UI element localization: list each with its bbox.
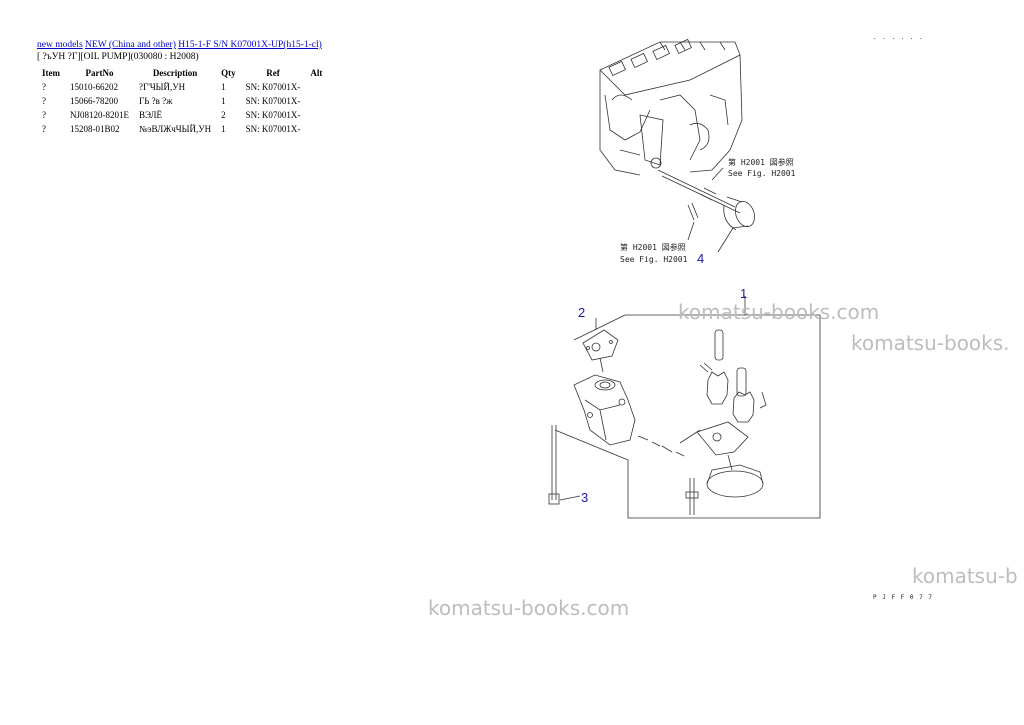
cell-qty: 1 xyxy=(221,82,226,92)
table-row: ? 15010-66202 ?Г'ЧЫЙ,УН 1 SN: K07001X- xyxy=(37,80,327,94)
cell-description: №эВЛЖчЧЫЙ,УН xyxy=(139,124,212,134)
header-description: Description xyxy=(152,68,198,78)
cell-item: ? xyxy=(42,82,46,92)
cell-qty: 2 xyxy=(221,110,226,120)
breadcrumb: new models NEW (China and other) H15-1-F… xyxy=(37,40,322,50)
table-row: ? 15208-01B02 №эВЛЖчЧЫЙ,УН 1 SN: K07001X… xyxy=(37,122,327,136)
cell-partno: 15066-78200 xyxy=(70,96,118,106)
cell-item: ? xyxy=(42,124,46,134)
figure-top-code: . . . . . . xyxy=(873,34,924,41)
header-partno: PartNo xyxy=(85,68,114,78)
cell-description: ?Г'ЧЫЙ,УН xyxy=(139,82,186,92)
cell-item: ? xyxy=(42,96,46,106)
cell-ref: SN: K07001X- xyxy=(245,124,301,134)
watermark-3: komatsu-b xyxy=(912,564,1018,588)
parts-diagram: 第 H2001 図参照 See Fig. H2001 第 H2001 図参照 S… xyxy=(548,38,821,519)
table-row: ? NJ08120-8201E ВЭЛЁ 2 SN: K07001X- xyxy=(37,108,327,122)
header-qty: Qty xyxy=(221,68,236,78)
ref-upper-jp: 第 H2001 図参照 xyxy=(728,157,794,167)
cell-ref: SN: K07001X- xyxy=(245,96,301,106)
breadcrumb-link-new-china[interactable]: NEW (China and other) xyxy=(85,40,176,50)
cell-partno: 15208-01B02 xyxy=(70,124,120,134)
header-ref: Ref xyxy=(266,68,280,78)
cell-alt xyxy=(305,94,327,108)
cell-partno: 15010-66202 xyxy=(70,82,118,92)
callout-4: 4 xyxy=(697,251,704,266)
cell-description: ГЬ ?в ?ж xyxy=(139,96,173,106)
cell-qty: 1 xyxy=(221,124,226,134)
engine-block-drawing xyxy=(599,38,743,176)
ref-lower-en: See Fig. H2001 xyxy=(620,255,688,264)
cell-ref: SN: K07001X- xyxy=(245,110,301,120)
watermark-4: komatsu-books.com xyxy=(428,596,630,620)
cell-qty: 1 xyxy=(221,96,226,106)
breadcrumb-link-model[interactable]: H15-1-F S/N K07001X-UP(h15-1-cl) xyxy=(178,40,322,50)
cell-alt xyxy=(305,80,327,94)
oil-pump-assembly-drawing xyxy=(548,296,821,519)
oil-filter-drawing xyxy=(657,169,755,231)
callout-3: 3 xyxy=(581,490,588,505)
header-alt: Alt xyxy=(310,68,323,78)
cell-partno: NJ08120-8201E xyxy=(70,110,129,120)
watermark-1: komatsu-books.com xyxy=(678,300,880,324)
cell-alt xyxy=(305,108,327,122)
section-title: [ ?ъУН ?Г][OIL PUMP](030080 : H2008) xyxy=(37,52,199,62)
header-item: Item xyxy=(42,68,60,78)
ref-lower-jp: 第 H2001 図参照 xyxy=(620,242,686,252)
parts-table: Item PartNo Description Qty Ref Alt ? 15… xyxy=(37,66,327,136)
cell-item: ? xyxy=(42,110,46,120)
cell-description: ВЭЛЁ xyxy=(139,110,162,120)
breadcrumb-link-new-models[interactable]: new models xyxy=(37,40,83,50)
callout-1: 1 xyxy=(740,286,747,301)
cell-alt xyxy=(305,122,327,136)
table-row: ? 15066-78200 ГЬ ?в ?ж 1 SN: K07001X- xyxy=(37,94,327,108)
watermark-2: komatsu-books. xyxy=(851,331,1010,355)
table-header-row: Item PartNo Description Qty Ref Alt xyxy=(37,66,327,80)
cell-ref: SN: K07001X- xyxy=(245,82,301,92)
ref-upper-en: See Fig. H2001 xyxy=(728,169,796,178)
callout-2: 2 xyxy=(578,305,585,320)
figure-bottom-code: P J F F 0 7 7 xyxy=(873,594,933,601)
